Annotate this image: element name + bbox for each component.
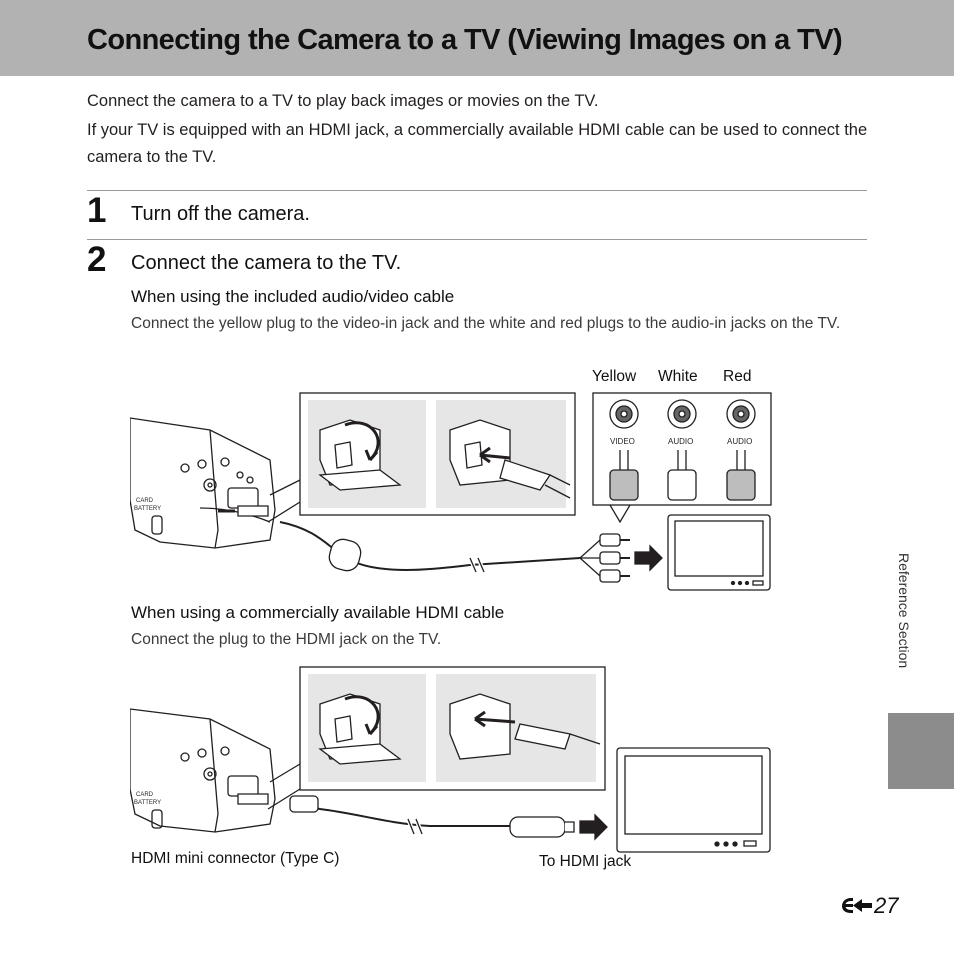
e-section-icon: [842, 898, 872, 913]
step-1-number: 1: [87, 191, 107, 230]
divider: [87, 190, 867, 191]
intro-line-2: If your TV is equipped with an HDMI jack…: [87, 121, 868, 166]
hdmi-cable-heading: When using a commercially available HDMI…: [131, 603, 505, 622]
plug-label-yellow: Yellow: [592, 368, 637, 385]
tv-av-jack-panel: VIDEO AUDIO AUDIO: [592, 392, 772, 506]
jack-label-audio-2: AUDIO: [727, 437, 752, 446]
jack-label-audio-1: AUDIO: [668, 437, 693, 446]
step-2-text: Connect the camera to the TV.: [131, 252, 402, 274]
camera-illustration: CARD BATTERY: [130, 708, 276, 833]
page-number: 27: [840, 893, 898, 919]
camera-battery-label: BATTERY: [134, 800, 161, 806]
section-side-tab: [888, 713, 954, 789]
hdmi-jack-label: To HDMI jack: [539, 853, 632, 870]
av-connection-diagram: CARD BATTERY VIDEO A: [130, 390, 780, 605]
section-side-label: Reference Section: [896, 553, 912, 669]
camera-card-label: CARD: [136, 792, 154, 798]
divider: [87, 239, 867, 240]
title-bar: [0, 0, 954, 76]
hdmi-connection-diagram: CARD BATTERY: [130, 664, 780, 854]
av-cable-heading: When using the included audio/video cabl…: [131, 287, 455, 306]
tv-illustration: [667, 514, 771, 591]
camera-card-label: CARD: [136, 498, 154, 504]
av-cable-instructions: Connect the yellow plug to the video-in …: [131, 315, 841, 332]
step-1-text: Turn off the camera.: [131, 203, 310, 225]
hdmi-cable-instructions: Connect the plug to the HDMI jack on the…: [131, 631, 442, 648]
intro-line-1: Connect the camera to a TV to play back …: [87, 92, 599, 110]
tv-illustration: [616, 747, 771, 853]
step-2-number: 2: [87, 240, 107, 279]
page-number-value: 27: [874, 893, 899, 918]
camera-illustration: CARD BATTERY: [130, 417, 276, 549]
camera-battery-label: BATTERY: [134, 506, 161, 512]
jack-label-video: VIDEO: [610, 437, 635, 446]
plug-label-red: Red: [723, 368, 752, 385]
plug-label-white: White: [658, 368, 698, 385]
hdmi-mini-connector-label: HDMI mini connector (Type C): [131, 850, 340, 867]
page-title: Connecting the Camera to a TV (Viewing I…: [87, 24, 843, 56]
